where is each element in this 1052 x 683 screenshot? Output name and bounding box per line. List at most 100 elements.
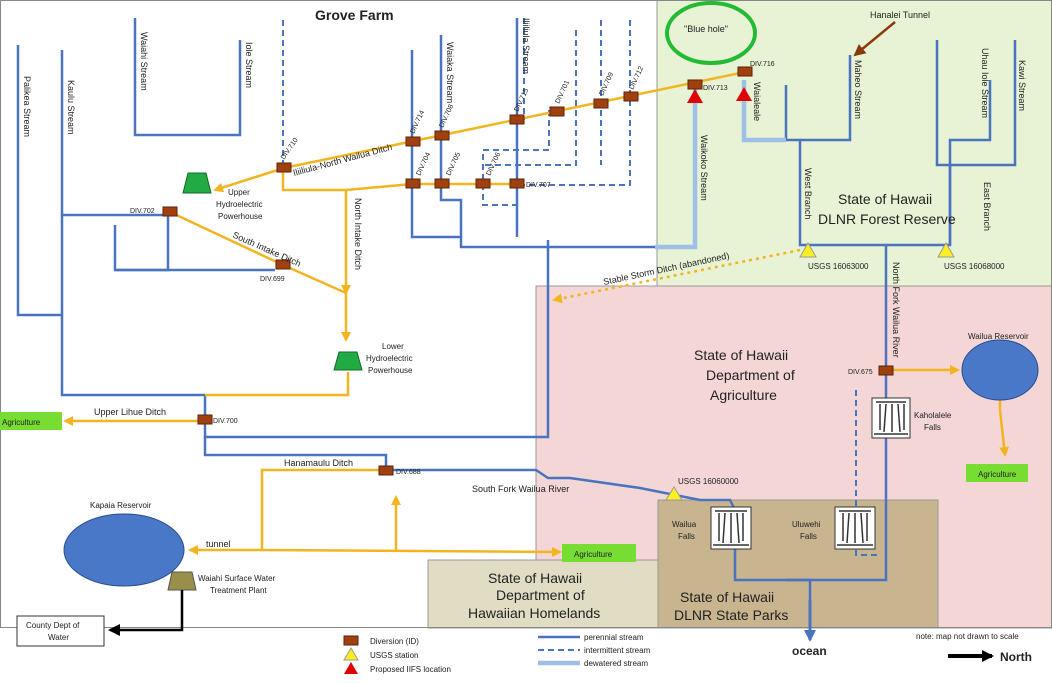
iliiliula-stream-label: Iliiliula Stream	[521, 18, 531, 74]
legend-intermittent-label: intermittent stream	[584, 646, 651, 655]
homelands-label-1: State of Hawaii	[488, 570, 582, 586]
usgs-marker-16063000	[799, 241, 817, 258]
blue-hole-label: "Blue hole"	[684, 24, 728, 34]
div-707-marker	[509, 178, 525, 189]
div-700-marker	[197, 414, 213, 425]
county-water-line	[108, 590, 184, 636]
legend-usgs-label: USGS station	[370, 651, 418, 660]
div-713-label: DIV.713	[703, 85, 728, 92]
uhau-iole-stream-label: Uhau Iole Stream	[980, 48, 990, 118]
div-675-marker	[878, 365, 894, 376]
usgs-16068000-label: USGS 16068000	[944, 262, 1005, 271]
east-branch-label: East Branch	[982, 182, 992, 231]
west-branch-label: West Branch	[803, 168, 813, 219]
tunnel-label: tunnel	[206, 539, 231, 549]
county-water-label-2: Water	[48, 633, 69, 642]
homelands-region	[427, 559, 659, 629]
ag-dept-label-3: Agriculture	[710, 387, 777, 403]
usgs-16060000-label: USGS 16060000	[678, 477, 739, 486]
iole-stream-label: Iole Stream	[244, 42, 254, 88]
north-label: North	[1000, 650, 1032, 664]
kaholalele-falls-label-2: Falls	[924, 423, 941, 432]
north-intake-ditch-label: North Intake Ditch	[353, 198, 363, 270]
lower-powerhouse-icon	[333, 351, 363, 371]
waialeale-label: Waialeale	[752, 82, 762, 121]
wailua-falls-label-2: Falls	[678, 532, 695, 541]
agriculture-mid-label: Agriculture	[574, 550, 613, 559]
lower-powerhouse-label-3: Powerhouse	[368, 366, 413, 375]
div-716-marker	[737, 66, 753, 77]
div-704-label: DIV.704	[415, 151, 432, 176]
div-688-label: DIV.688	[396, 469, 421, 476]
diversion-markers	[162, 66, 894, 476]
div-702-marker	[162, 206, 178, 217]
county-water-box	[16, 615, 105, 647]
agriculture-box-left	[0, 412, 62, 430]
iifs-marker-waikoko	[687, 89, 703, 103]
forest-reserve-label-2: DLNR Forest Reserve	[818, 211, 956, 227]
div-713-marker	[687, 79, 703, 90]
div-707-label: DIV.707	[526, 182, 551, 189]
div-716-label: DIV.716	[750, 61, 775, 68]
div-675-label: DIV.675	[848, 369, 873, 376]
hanalei-tunnel-arrow	[853, 21, 896, 57]
waiahi-stream-label: Waiahi Stream	[139, 32, 149, 91]
iliiliula-north-wailua-ditch-label: Iliiliula-North Wailua Ditch	[292, 142, 393, 178]
div-706-marker	[475, 178, 491, 189]
div-712-marker	[623, 91, 639, 102]
waikoko-stream-label: Waikoko Stream	[699, 135, 709, 201]
div-712-label: DIV.712	[628, 65, 645, 90]
kapaia-reservoir	[63, 513, 185, 587]
uluwehi-falls-icon	[834, 506, 876, 550]
legend-diversion-label: Diversion (ID)	[370, 637, 419, 646]
legend-perennial-label: perennial stream	[584, 633, 644, 642]
legend-iifs-label: Proposed IIFS location	[370, 665, 451, 674]
upper-powerhouse-icon	[182, 172, 212, 194]
lower-powerhouse-label-2: Hydroelectric	[366, 354, 413, 363]
div-688-marker	[378, 465, 394, 476]
ag-dept-label-1: State of Hawaii	[694, 347, 788, 363]
div-704-marker	[405, 178, 421, 189]
intermittent-streams	[282, 18, 880, 556]
div-699-marker	[275, 259, 291, 270]
div-705-marker	[434, 178, 450, 189]
ocean-label: ocean	[792, 644, 827, 658]
div-702-label: DIV.702	[130, 208, 155, 215]
south-fork-label: South Fork Wailua River	[472, 484, 569, 494]
kaholalele-falls-label-1: Kaholalele	[914, 411, 952, 420]
ag-dept-label-2: Department of	[706, 367, 795, 383]
agriculture-right-label: Agriculture	[978, 470, 1017, 479]
legend-usgs-swatch	[343, 647, 359, 661]
upper-powerhouse-label-1: Upper	[228, 188, 250, 197]
palikea-stream-label: Palikea Stream	[22, 76, 32, 137]
div-699-label: DIV.699	[260, 276, 285, 283]
agriculture-left-label: Agriculture	[2, 418, 41, 427]
scale-note: note: map not drawn to scale	[916, 632, 1019, 641]
upper-lihue-ditch-label: Upper Lihue Ditch	[94, 407, 166, 417]
waiaka-stream-label: Waiaka Stream	[445, 42, 455, 103]
iifs-marker-waialeale	[736, 87, 752, 101]
treatment-plant-label-2: Treatment Plant	[210, 586, 267, 595]
usgs-marker-16068000	[937, 241, 955, 258]
hanalei-tunnel-label: Hanalei Tunnel	[870, 10, 930, 20]
wailua-falls-icon	[710, 506, 752, 550]
blue-hole-ring	[665, 1, 757, 65]
div-701-label: DIV.701	[554, 79, 571, 104]
legend-iifs-swatch	[344, 662, 358, 674]
legend-dewatered-label: dewatered stream	[584, 659, 648, 668]
south-intake-ditch-label: South Intake Ditch	[231, 230, 302, 269]
homelands-label-3: Hawaiian Homelands	[468, 605, 600, 621]
kaholalele-falls-icon	[871, 397, 911, 439]
wailua-falls-label-1: Wailua	[672, 520, 697, 529]
usgs-16063000-label: USGS 16063000	[808, 262, 869, 271]
maheo-stream-label: Maheo Stream	[853, 60, 863, 119]
lower-powerhouse-label-1: Lower	[382, 342, 404, 351]
upper-powerhouse-label-2: Hydroelectric	[216, 200, 263, 209]
wailua-reservoir	[961, 339, 1039, 401]
north-fork-label: North Fork Wailua River	[891, 262, 901, 358]
kawi-stream-label: Kawi Stream	[1017, 60, 1027, 111]
treatment-plant-icon	[167, 571, 197, 591]
hanamaulu-ditch-label: Hanamaulu Ditch	[284, 458, 353, 468]
wailua-reservoir-label: Wailua Reservoir	[968, 332, 1029, 341]
